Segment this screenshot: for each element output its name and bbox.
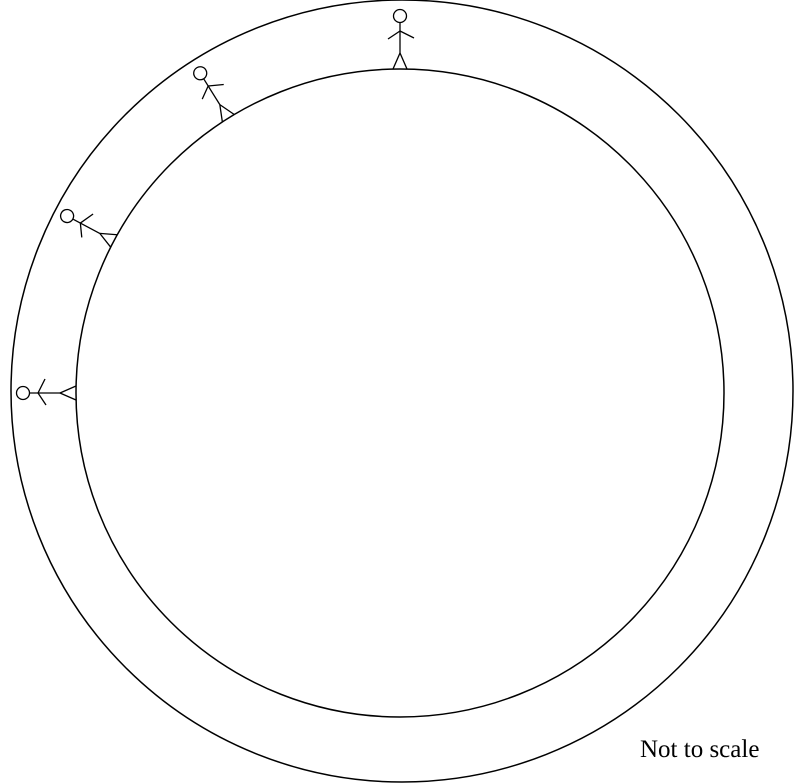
figure-right-arm (38, 379, 45, 393)
stick-figure (388, 10, 414, 70)
stick-figure (187, 60, 241, 124)
figure-left-arm (198, 86, 212, 99)
figure-head (394, 10, 407, 23)
stick-figure (17, 379, 77, 405)
figure-left-leg (393, 53, 400, 69)
figure-right-leg (400, 53, 407, 69)
figure-head (191, 64, 209, 82)
figure-left-arm (388, 31, 400, 39)
outer-ring (11, 0, 793, 782)
stick-figure (56, 201, 121, 252)
figure-right-leg (60, 386, 76, 393)
figure-body (73, 219, 99, 233)
figure-head (58, 207, 76, 225)
inner-ring (76, 69, 724, 717)
figure-head (17, 387, 30, 400)
figure-left-arm (38, 393, 46, 405)
stick-figures (17, 10, 415, 406)
not-to-scale-label: Not to scale (640, 736, 759, 764)
figure-left-leg (60, 393, 76, 400)
figure-right-arm (400, 31, 414, 38)
figure-body (204, 79, 220, 104)
